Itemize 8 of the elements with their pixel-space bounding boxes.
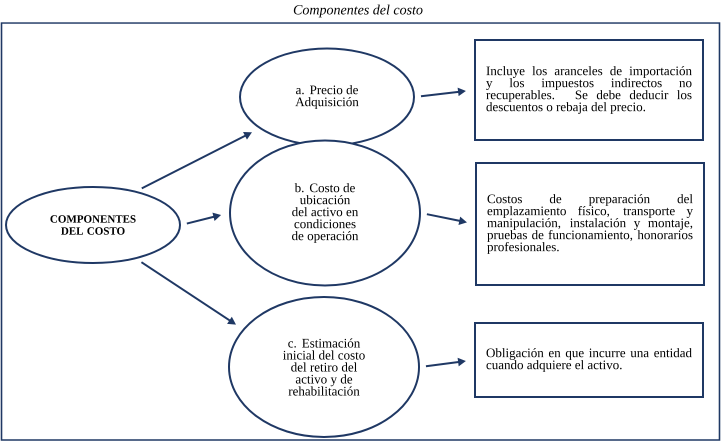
ellipse-node: b. Costo de ubicación del activo en condiciones de operación: [229, 140, 421, 286]
text-box: Costos de preparación del emplazamiento físico, transporte y manipulación, instalación y montaje, pruebas de funcionamiento, honorarios profesionales.: [475, 162, 705, 286]
title: Componentes del costo: [294, 4, 423, 18]
ellipse-node: COMPONENTES DEL COSTO: [5, 186, 181, 264]
text-box: Obligación en que incurre una entidad cuando adquiere el activo.: [474, 322, 704, 398]
ellipse-node: a. Precio de Adquisición: [239, 48, 415, 146]
ellipse-node: c. Estimación inicial del costo del retiro del activo y de rehabilitación: [228, 296, 420, 438]
text-box: Incluye los aranceles de importación y los impuestos indirectos no recuperables. Se debe deducir los descuentos o rebaja del precio.: [474, 39, 704, 141]
